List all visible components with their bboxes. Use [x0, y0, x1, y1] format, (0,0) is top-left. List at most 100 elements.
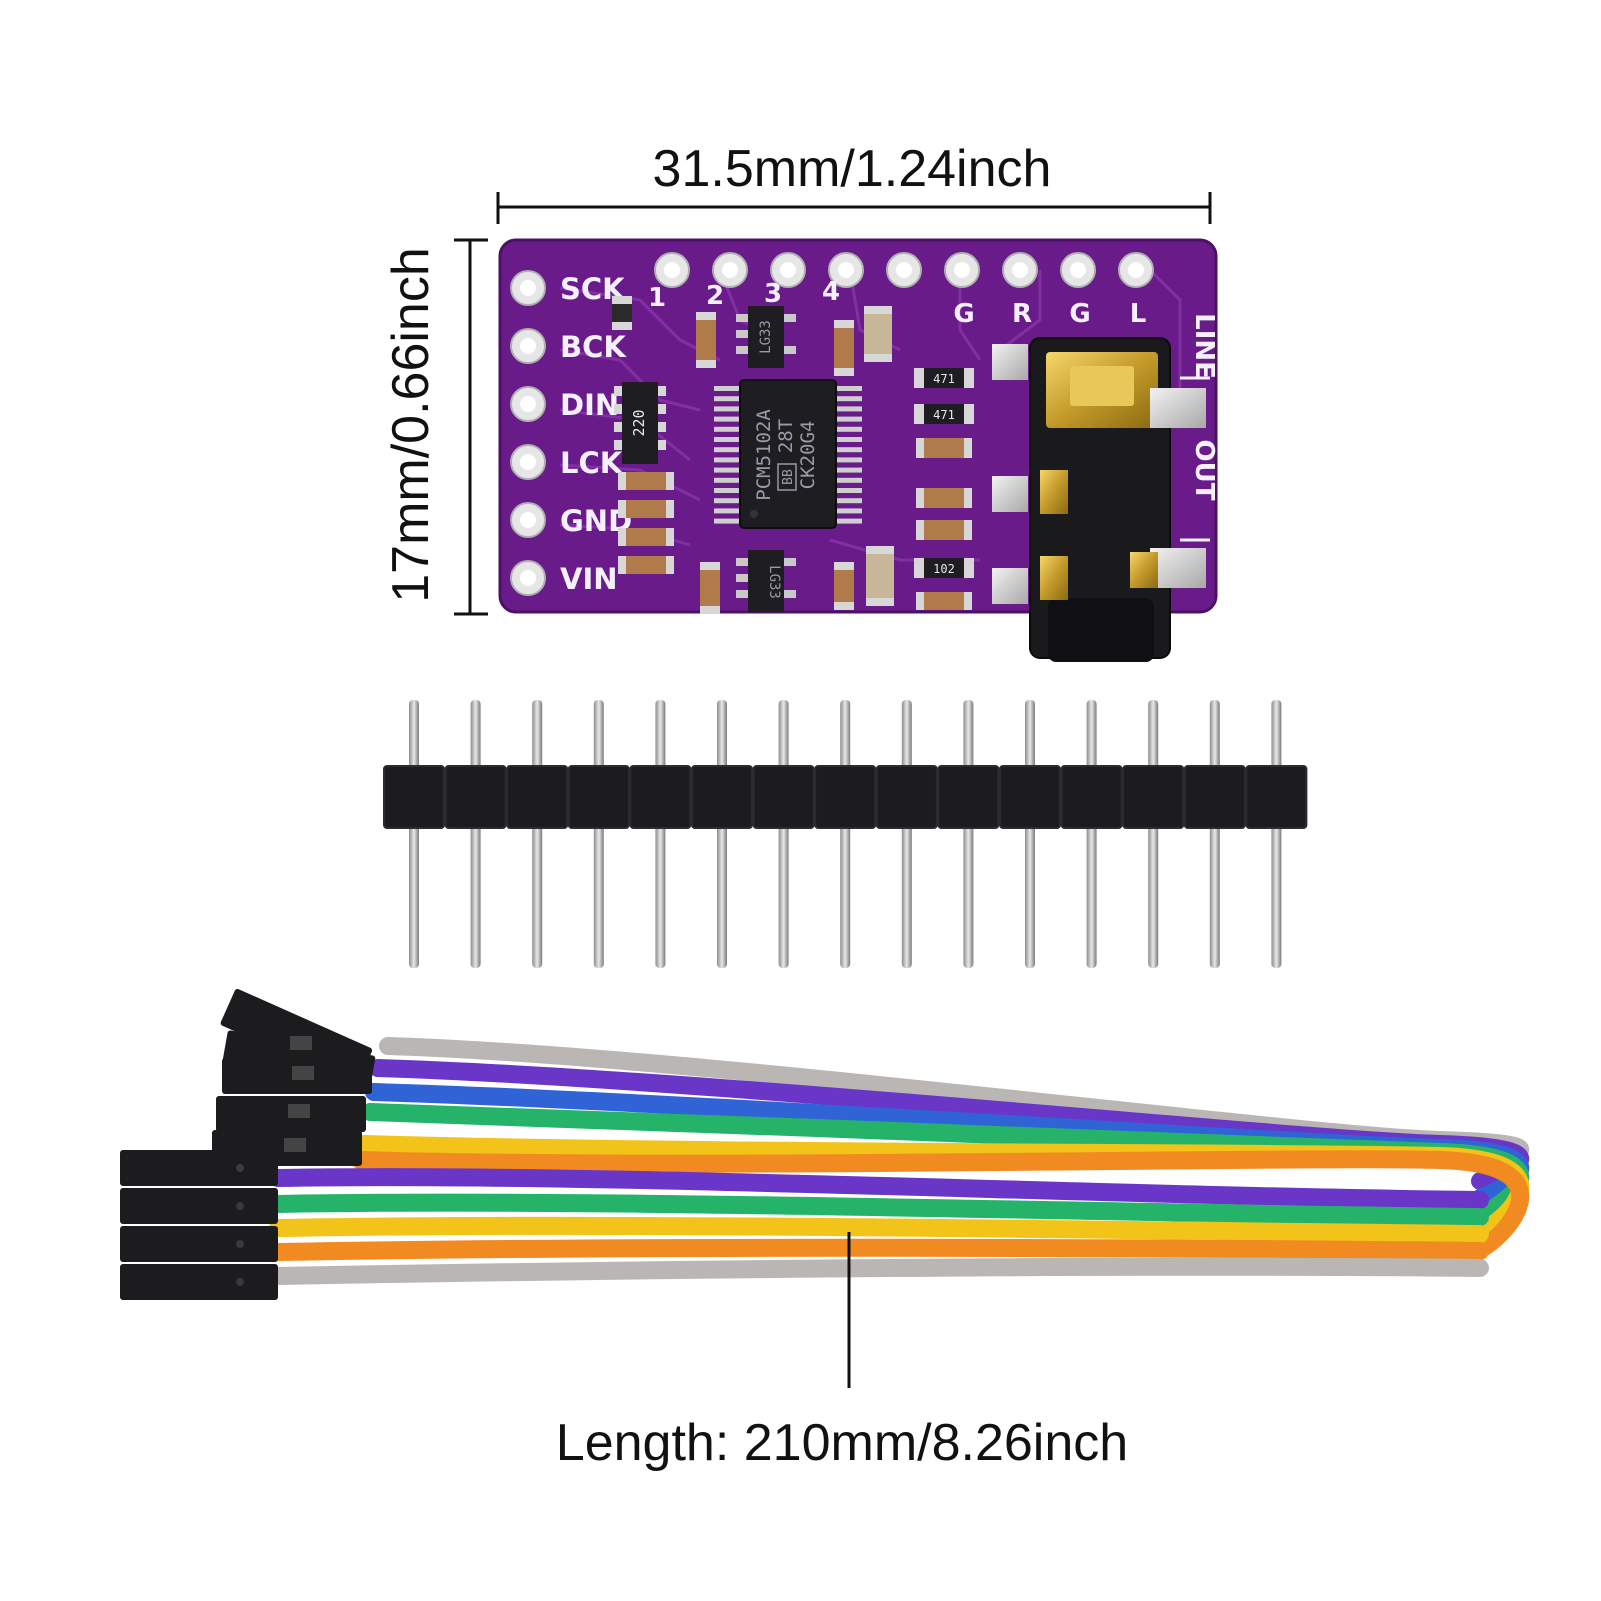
regulator-bottom-label: LG33: [766, 565, 782, 599]
top-letter-1: R: [1012, 299, 1032, 329]
pin-label-bck: BCK: [560, 330, 627, 364]
connectors-upper: [212, 988, 376, 1166]
line-label: LINE: [1189, 313, 1219, 379]
top-pin-hole: [944, 252, 980, 288]
smd-component: [834, 562, 854, 610]
resistor-471-a: 471: [914, 368, 974, 388]
resistor-471-a-code: 471: [933, 372, 955, 386]
top-pin-hole: [828, 252, 864, 288]
pin-label-vin: VIN: [560, 562, 618, 596]
pin-hole-bck: [510, 328, 546, 364]
pin-hole-lck: [510, 444, 546, 480]
pcm5102a-chip: PCM5102A 28T BB CK20G4: [714, 379, 862, 529]
top-pin-hole: [1060, 252, 1096, 288]
regulator-bottom: LG33: [736, 550, 796, 612]
header-pin: [937, 700, 1000, 968]
pin-label-lck: LCK: [560, 446, 624, 480]
top-pin-hole: [1002, 252, 1038, 288]
header-pin: [444, 700, 507, 968]
smd-component: [618, 528, 674, 546]
smd-component: [866, 546, 894, 606]
top-pin-holes: [654, 252, 1154, 288]
width-dimension: 31.5mm/1.24inch: [496, 140, 1212, 224]
chip-line-2: 28T: [775, 419, 797, 453]
pin-hole-gnd: [510, 502, 546, 538]
pin-hole-vin: [510, 560, 546, 596]
pin-hole-din: [510, 386, 546, 422]
top-pin-hole: [654, 252, 690, 288]
top-number-1: 1: [648, 283, 666, 313]
top-number-2: 2: [706, 281, 724, 311]
wire-upper: [351, 1150, 1529, 1258]
smd-component: [612, 296, 632, 330]
wire-lower: [269, 1168, 1489, 1209]
length-dimension: Length: 210mm/8.26inch: [556, 1232, 1128, 1472]
height-dimension: 17mm/0.66inch: [382, 238, 488, 616]
width-label: 31.5mm/1.24inch: [653, 140, 1052, 198]
resistor-array-220: 220: [614, 382, 666, 464]
top-letter-2: G: [1069, 299, 1090, 329]
header-pin: [875, 700, 938, 968]
wire-lower: [269, 1238, 1489, 1261]
top-number-4: 4: [822, 277, 840, 307]
smd-component: [916, 438, 972, 458]
resistor-102: 102: [914, 558, 974, 578]
smd-component: [618, 472, 674, 490]
header-pin: [1122, 700, 1185, 968]
chip-line-3: CK20G4: [797, 421, 819, 490]
top-number-3: 3: [764, 279, 782, 309]
header-pin: [691, 700, 753, 968]
top-pin-hole: [712, 252, 748, 288]
smd-component: [834, 320, 854, 376]
pin-label-din: DIN: [560, 388, 619, 422]
wire-lower: [269, 1257, 1489, 1285]
chip-logo: BB: [781, 469, 796, 485]
resistor-471-b: 471: [914, 404, 974, 424]
header-pin: [567, 700, 630, 968]
wire-lower: [269, 1216, 1489, 1243]
resistor-471-b-code: 471: [933, 408, 955, 422]
header-pin: [1245, 700, 1308, 968]
wire-lower: [269, 1193, 1489, 1226]
header-pin: [506, 700, 569, 968]
top-pin-hole: [770, 252, 806, 288]
resistor-array-code: 220: [630, 409, 648, 436]
smd-component: [916, 488, 972, 508]
top-pin-numbers: 1 2 3 4: [648, 277, 840, 313]
top-pin-hole: [886, 252, 922, 288]
regulator-top-label: LG33: [758, 320, 774, 354]
smd-component: [864, 306, 892, 362]
pin-hole-sck: [510, 270, 546, 306]
jumper-wires: [120, 988, 1530, 1300]
top-letter-0: G: [953, 299, 974, 329]
pin-header-strip: [383, 700, 1308, 968]
smd-component: [700, 562, 720, 614]
chip-line-1: PCM5102A: [753, 409, 775, 501]
regulator-top: LG33: [736, 306, 796, 368]
header-pin: [999, 700, 1061, 968]
top-pin-hole: [1118, 252, 1154, 288]
length-label: Length: 210mm/8.26inch: [556, 1414, 1128, 1472]
header-pin: [1183, 700, 1246, 968]
left-pin-holes: [510, 270, 546, 596]
connectors-lower: [120, 1150, 278, 1300]
passive-components: [612, 296, 972, 614]
resistor-102-code: 102: [933, 562, 955, 576]
smd-component: [916, 520, 972, 540]
out-label: OUT: [1189, 440, 1219, 501]
smd-component: [916, 592, 972, 610]
height-label: 17mm/0.66inch: [382, 247, 440, 603]
header-pin: [383, 700, 445, 968]
audio-jack: [992, 337, 1206, 662]
header-pin: [1060, 700, 1123, 968]
header-pin: [629, 700, 692, 968]
header-pin: [752, 700, 815, 968]
top-letter-3: L: [1130, 299, 1147, 329]
smd-component: [618, 500, 674, 518]
header-pin: [814, 700, 877, 968]
smd-component: [618, 556, 674, 574]
smd-component: [696, 312, 716, 368]
